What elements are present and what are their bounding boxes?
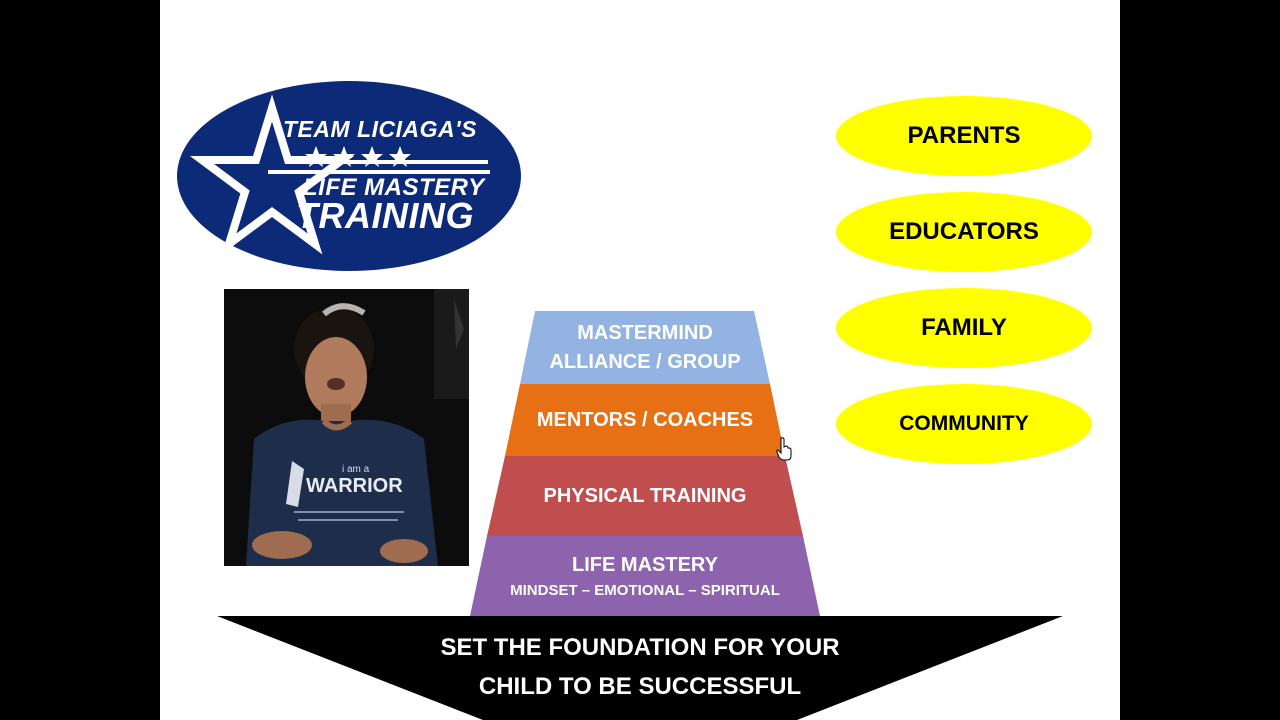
presenter-video[interactable]: i am a WARRIOR [224, 289, 469, 566]
banner-line-1: SET THE FOUNDATION FOR YOUR [440, 634, 840, 661]
letterbox-left [0, 0, 160, 720]
team-logo: TEAM LICIAGA'S LIFE MASTERY TRAINING [176, 80, 522, 272]
shirt-text-small: i am a [342, 464, 370, 475]
tier-physical-label: PHYSICAL TRAINING [543, 484, 747, 507]
audience-educators: EDUCATORS [836, 192, 1092, 272]
pyramid-tier-mastermind: MASTERMIND ALLIANCE / GROUP [520, 311, 770, 384]
logo-text-training: TRAINING [296, 195, 474, 236]
tier-mastermind-line2: ALLIANCE / GROUP [549, 350, 741, 373]
pyramid-tier-mentors: MENTORS / COACHES [505, 384, 785, 456]
logo-text-team: TEAM LICIAGA'S [283, 116, 477, 142]
tier-mentors-label: MENTORS / COACHES [536, 408, 754, 431]
logo-badge [177, 81, 521, 271]
tier-life-mastery-sub: MINDSET – EMOTIONAL – SPIRITUAL [510, 581, 780, 599]
audience-community: COMMUNITY [836, 384, 1092, 464]
audience-parents: PARENTS [836, 96, 1092, 176]
banner-line-2: CHILD TO BE SUCCESSFUL [478, 673, 802, 700]
tier-life-mastery-label: LIFE MASTERY [572, 553, 718, 576]
logo-text-life-mastery: LIFE MASTERY [303, 174, 485, 201]
hand-pointer-icon [776, 437, 792, 461]
presenter-image: i am a WARRIOR [224, 289, 469, 566]
shirt-text-large: WARRIOR [306, 475, 403, 497]
letterbox-right [1120, 0, 1280, 720]
pyramid-tier-life-mastery: LIFE MASTERY MINDSET – EMOTIONAL – SPIRI… [470, 536, 820, 616]
foundation-banner-text: SET THE FOUNDATION FOR YOUR CHILD TO BE … [380, 628, 900, 706]
success-pyramid: MASTERMIND ALLIANCE / GROUP MENTORS / CO… [460, 311, 830, 616]
pyramid-tier-physical-training: PHYSICAL TRAINING [487, 456, 803, 536]
tier-mastermind-line1: MASTERMIND [577, 321, 713, 344]
audience-family: FAMILY [836, 288, 1092, 368]
slide: TEAM LICIAGA'S LIFE MASTERY TRAINING i a… [160, 0, 1120, 720]
